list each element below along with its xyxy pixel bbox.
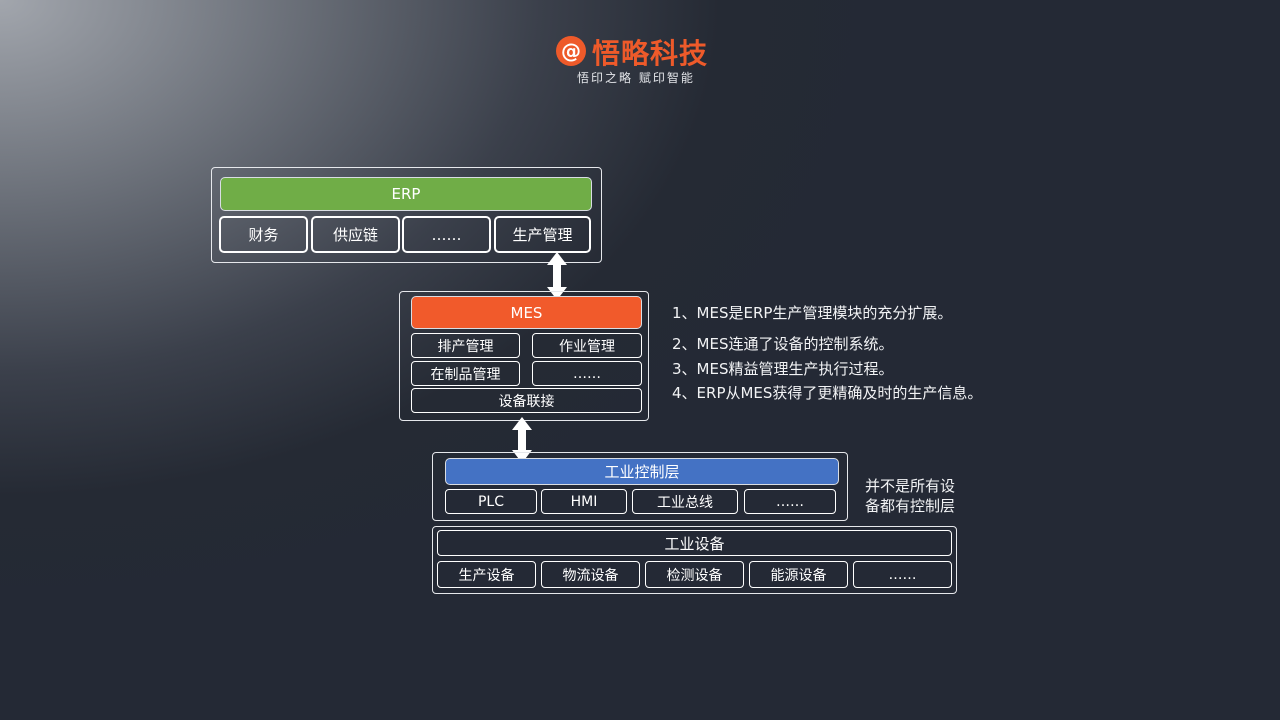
erp-module-more: …… xyxy=(402,216,491,253)
note-3: 3、MES精益管理生产执行过程。 xyxy=(672,360,894,378)
mes-control-double-arrow xyxy=(512,417,532,463)
brand-tagline: 悟印之略 赋印智能 xyxy=(577,71,695,85)
control-module-plc: PLC xyxy=(445,489,537,514)
erp-title-bar: ERP xyxy=(220,177,592,211)
erp-module-supply-chain: 供应链 xyxy=(311,216,400,253)
control-module-more: …… xyxy=(744,489,836,514)
control-module-fieldbus: 工业总线 xyxy=(632,489,738,514)
erp-module-finance: 财务 xyxy=(219,216,308,253)
side-note: 并不是所有设 备都有控制层 xyxy=(865,476,975,516)
note-2: 2、MES连通了设备的控制系统。 xyxy=(672,335,894,353)
mes-module-wip: 在制品管理 xyxy=(411,361,520,386)
control-module-hmi: HMI xyxy=(541,489,627,514)
equipment-module-logistics: 物流设备 xyxy=(541,561,640,588)
mes-module-more: …… xyxy=(532,361,642,386)
mes-layer: MES 排产管理 作业管理 在制品管理 …… 设备联接 xyxy=(399,291,649,421)
equipment-module-production: 生产设备 xyxy=(437,561,536,588)
brand-name: 悟略科技 xyxy=(592,37,709,70)
mes-module-operations: 作业管理 xyxy=(532,333,642,358)
equipment-module-energy: 能源设备 xyxy=(749,561,848,588)
equipment-title-bar: 工业设备 xyxy=(437,530,952,556)
control-title-bar: 工业控制层 xyxy=(445,458,839,485)
mes-device-connection: 设备联接 xyxy=(411,388,642,413)
control-layer: 工业控制层 PLC HMI 工业总线 …… xyxy=(432,452,848,521)
side-note-line-2: 备都有控制层 xyxy=(865,497,956,515)
side-note-line-1: 并不是所有设 xyxy=(865,477,956,495)
at-logo-icon: @ xyxy=(556,36,586,66)
erp-mes-double-arrow xyxy=(547,252,567,300)
brand-logo: @ 悟略科技 悟印之略 赋印智能 xyxy=(556,33,726,85)
equipment-layer: 工业设备 生产设备 物流设备 检测设备 能源设备 …… xyxy=(432,526,957,594)
equipment-module-inspection: 检测设备 xyxy=(645,561,744,588)
note-1: 1、MES是ERP生产管理模块的充分扩展。 xyxy=(672,304,953,322)
equipment-module-more: …… xyxy=(853,561,952,588)
erp-module-production: 生产管理 xyxy=(494,216,591,253)
mes-module-scheduling: 排产管理 xyxy=(411,333,520,358)
note-4: 4、ERP从MES获得了更精确及时的生产信息。 xyxy=(672,384,983,402)
erp-layer: ERP 财务 供应链 …… 生产管理 xyxy=(211,167,602,263)
mes-title-bar: MES xyxy=(411,296,642,329)
